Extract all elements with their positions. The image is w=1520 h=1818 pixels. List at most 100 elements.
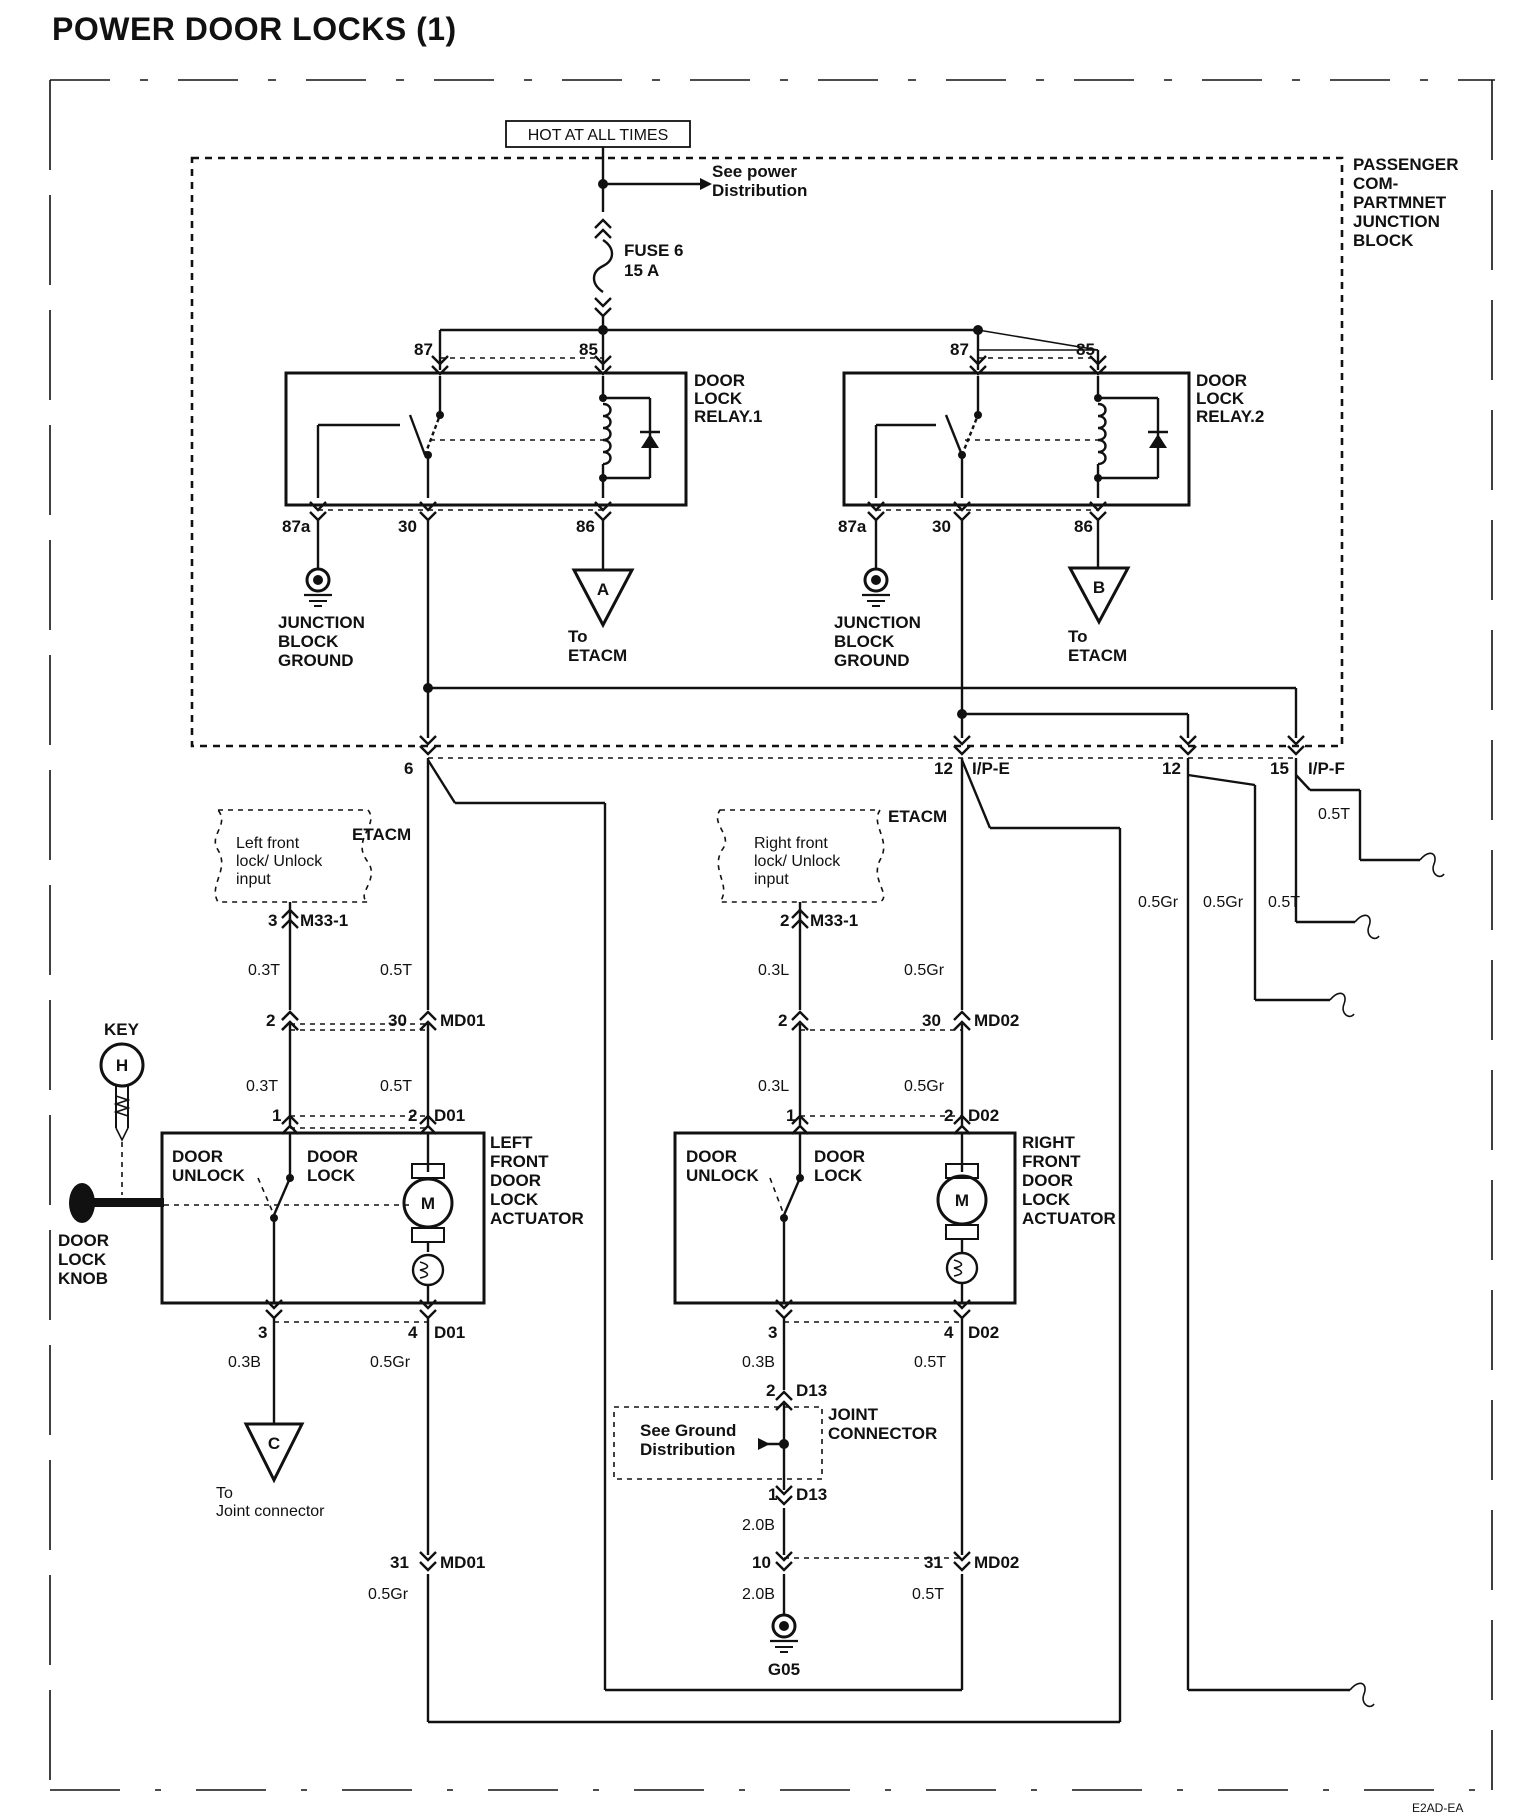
left-pin-3-m33: 3 bbox=[268, 911, 277, 930]
left-ptc-icon bbox=[411, 1253, 445, 1287]
right-wire-05t-a: 0.5T bbox=[914, 1354, 946, 1371]
offpage-a-triangle-icon bbox=[571, 568, 635, 629]
right-wire-03l-a: 0.3L bbox=[758, 962, 789, 979]
right-wire-20b-a: 2.0B bbox=[742, 1517, 775, 1534]
offpage-c-triangle-icon bbox=[243, 1422, 305, 1484]
right-pin-2-m33: 2 bbox=[780, 911, 789, 930]
wire-05t-a: 0.5T bbox=[1268, 894, 1300, 911]
relay-1-label: DOOR LOCK RELAY.1 bbox=[694, 371, 762, 426]
right-md02-pin-2: 2 bbox=[778, 1011, 787, 1030]
junction-block-ground-icon-1 bbox=[302, 567, 334, 608]
right-d02-pin-4: 4 bbox=[944, 1323, 954, 1342]
left-actuator-label: LEFT FRONT DOOR LOCK ACTUATOR bbox=[490, 1133, 584, 1228]
to-etacm-label-b: To ETACM bbox=[1068, 627, 1127, 665]
left-wire-05t-b: 0.5T bbox=[380, 1078, 412, 1095]
power-distribution-arrow-icon bbox=[700, 178, 712, 190]
door-lock-knob-label: DOOR LOCK KNOB bbox=[58, 1231, 114, 1288]
junction-block-label: PASSENGER COM- PARTMNET JUNCTION BLOCK bbox=[1353, 155, 1463, 250]
right-wire-05gr-b: 0.5Gr bbox=[904, 1078, 945, 1095]
right-motor-label: M bbox=[955, 1191, 969, 1210]
offpage-b-triangle-icon bbox=[1067, 566, 1131, 626]
left-wire-05gr-b: 0.5Gr bbox=[368, 1586, 409, 1603]
left-wire-05gr-a: 0.5Gr bbox=[370, 1354, 411, 1371]
relay-1-pin-87: 87 bbox=[414, 340, 433, 359]
left-wire-03t-b: 0.3T bbox=[246, 1078, 278, 1095]
door-lock-relay-2 bbox=[842, 350, 1191, 522]
relay-2-pin-87a: 87a bbox=[838, 517, 867, 536]
right-d02-label-top: D02 bbox=[968, 1106, 999, 1125]
page-frame bbox=[49, 79, 1495, 1791]
right-wire-05t-b: 0.5T bbox=[912, 1586, 944, 1603]
right-md02-pin-10: 10 bbox=[752, 1553, 771, 1572]
wire-continues-icon bbox=[1349, 1682, 1375, 1708]
hot-at-all-times-label: HOT AT ALL TIMES bbox=[528, 127, 669, 144]
right-actuator-label: RIGHT FRONT DOOR LOCK ACTUATOR bbox=[1022, 1133, 1116, 1228]
door-lock-relay-1 bbox=[284, 354, 688, 522]
ground-distribution-label: See Ground Distribution bbox=[640, 1421, 741, 1459]
diode-icon bbox=[1149, 434, 1167, 448]
connector-12-ipf: 12 bbox=[1162, 759, 1181, 778]
diode-icon bbox=[641, 434, 659, 448]
relay-1-pin-30: 30 bbox=[398, 517, 417, 536]
relay-outputs bbox=[302, 520, 1131, 629]
right-wire-05gr-a: 0.5Gr bbox=[904, 962, 945, 979]
right-wire-20b-b: 2.0B bbox=[742, 1586, 775, 1603]
relay-2-pin-86: 86 bbox=[1074, 517, 1093, 536]
wire-05gr-b: 0.5Gr bbox=[1203, 894, 1244, 911]
figure-code: E2AD-EA bbox=[1412, 1801, 1463, 1815]
page-title: POWER DOOR LOCKS (1) bbox=[52, 11, 457, 47]
to-joint-connector-label: To Joint connector bbox=[216, 1485, 325, 1520]
right-front-door-lock-actuator bbox=[673, 1131, 1017, 1305]
left-md01-pin-30: 30 bbox=[388, 1011, 407, 1030]
joint-connector-label: JOINT CONNECTOR bbox=[828, 1405, 937, 1443]
left-d01-pin-3: 3 bbox=[258, 1323, 267, 1342]
left-wire-03b: 0.3B bbox=[228, 1354, 261, 1371]
wire-continues-icon bbox=[1329, 992, 1355, 1018]
relay-2-pin-30: 30 bbox=[932, 517, 951, 536]
key-letter: H bbox=[116, 1056, 128, 1075]
right-branch-wiring bbox=[790, 758, 1122, 1136]
left-etacm-input-label: Left front lock/ Unlock input bbox=[236, 835, 327, 888]
left-front-door-lock-actuator bbox=[160, 1131, 486, 1305]
to-etacm-label-a: To ETACM bbox=[568, 627, 627, 665]
right-m33-label: M33-1 bbox=[810, 911, 858, 930]
d13-pin-2: 2 bbox=[766, 1381, 775, 1400]
power-feed bbox=[438, 147, 1099, 370]
offpage-c-label: C bbox=[268, 1434, 280, 1453]
junction-block-bus bbox=[418, 520, 1306, 759]
right-door-lock-label: DOOR LOCK bbox=[814, 1147, 870, 1185]
right-md02-bottom-label: MD02 bbox=[974, 1553, 1019, 1572]
relay-1-pin-86: 86 bbox=[576, 517, 595, 536]
connector-6: 6 bbox=[404, 759, 413, 778]
junction-block-ground-label-2: JUNCTION BLOCK GROUND bbox=[834, 613, 926, 670]
left-md01-bottom-label: MD01 bbox=[440, 1553, 485, 1572]
relay-2-label: DOOR LOCK RELAY.2 bbox=[1196, 371, 1264, 426]
passenger-junction-block-border bbox=[190, 156, 1344, 748]
left-d01-pin-1: 1 bbox=[272, 1106, 281, 1125]
right-d02-label-bottom: D02 bbox=[968, 1323, 999, 1342]
left-d01-label-bottom: D01 bbox=[434, 1323, 465, 1342]
ipf-outgoing-wires bbox=[1186, 758, 1445, 1708]
right-etacm-input-label: Right front lock/ Unlock input bbox=[754, 835, 845, 888]
power-distribution-label: See power Distribution bbox=[712, 162, 807, 200]
left-m33-label: M33-1 bbox=[300, 911, 348, 930]
relay-2-pin-87: 87 bbox=[950, 340, 969, 359]
connector-15: 15 bbox=[1270, 759, 1289, 778]
left-d01-pin-4: 4 bbox=[408, 1323, 418, 1342]
right-etacm-label: ETACM bbox=[888, 807, 947, 826]
right-md02-pin-30: 30 bbox=[922, 1011, 941, 1030]
wire-05t-b: 0.5T bbox=[1318, 806, 1350, 823]
left-md01-pin-2: 2 bbox=[266, 1011, 275, 1030]
key-icon bbox=[99, 1042, 145, 1195]
right-d02-pin-1: 1 bbox=[786, 1106, 795, 1125]
left-etacm-input-box bbox=[214, 809, 373, 903]
right-bottom-wiring bbox=[758, 1298, 972, 1690]
right-ptc-icon bbox=[945, 1251, 979, 1285]
left-d01-label-top: D01 bbox=[434, 1106, 465, 1125]
relay-1-pin-87a: 87a bbox=[282, 517, 311, 536]
right-etacm-input-box bbox=[716, 809, 885, 903]
wire-continues-icon bbox=[1354, 914, 1380, 940]
left-door-unlock-label: DOOR UNLOCK bbox=[172, 1147, 245, 1185]
d13-pin-1: 1 bbox=[768, 1485, 777, 1504]
